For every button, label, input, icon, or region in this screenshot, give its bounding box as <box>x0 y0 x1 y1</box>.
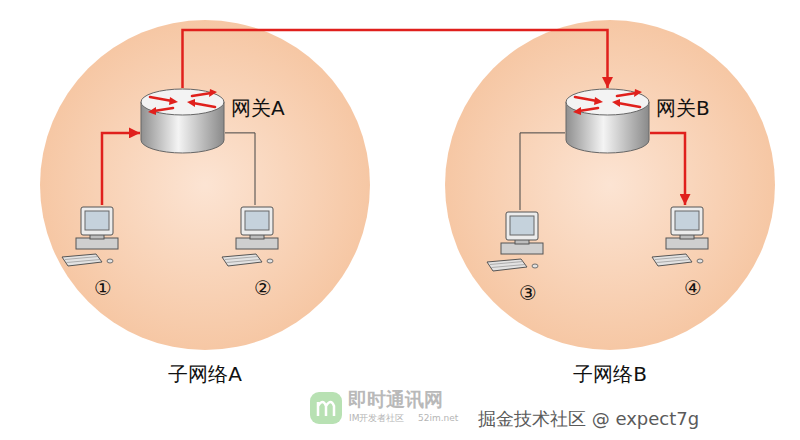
callout-number: ② <box>254 276 272 300</box>
circle-outline <box>40 20 370 350</box>
callout-number: ① <box>94 276 112 300</box>
host-computer: ③ <box>485 210 555 275</box>
subnet-label: 子网络A <box>168 362 242 386</box>
watermark-logo <box>310 392 342 424</box>
subnet-label: 子网络B <box>573 362 647 386</box>
router-outline <box>140 88 225 154</box>
callout-number: ③ <box>519 281 537 305</box>
pc-outline <box>220 205 290 270</box>
gateway-router: 网关A <box>140 88 225 154</box>
pc-outline <box>650 205 720 270</box>
watermark: IM开发者社区 <box>349 413 404 424</box>
gateway-label: 网关A <box>231 96 285 120</box>
callout-number: ④ <box>684 276 702 300</box>
pc-outline <box>60 205 130 270</box>
watermark: 52im.net <box>418 413 458 424</box>
subnet-region: 子网络A网关A①② <box>40 20 370 350</box>
circle-outline <box>445 20 775 350</box>
watermark: 掘金技术社区 @ expect7g <box>478 408 699 430</box>
host-computer: ② <box>220 205 290 270</box>
watermark: 即时通讯网 <box>348 388 443 411</box>
router-outline <box>565 88 650 154</box>
gateway-router: 网关B <box>565 88 650 154</box>
host-computer: ① <box>60 205 130 270</box>
host-computer: ④ <box>650 205 720 270</box>
pc-outline <box>485 210 555 275</box>
subnet-region: 子网络B网关B③④ <box>445 20 775 350</box>
gateway-label: 网关B <box>656 96 710 120</box>
